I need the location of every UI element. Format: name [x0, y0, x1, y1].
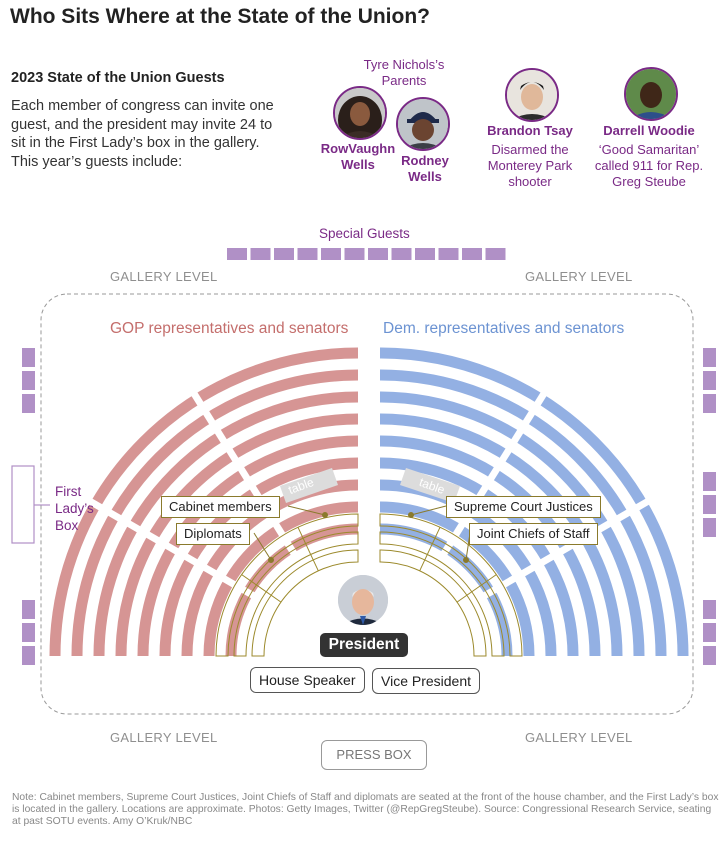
- gallery-level-top-right: GALLERY LEVEL: [525, 269, 633, 284]
- gallery-level-top-left: GALLERY LEVEL: [110, 269, 218, 284]
- first-ladys-box-label: First Lady’s Box: [55, 484, 94, 533]
- dem-seat-row: [379, 413, 623, 657]
- dem-seat-row: [379, 457, 579, 657]
- gop-seat-row: [49, 347, 359, 657]
- dem-seat-row: [379, 369, 667, 657]
- rowvaughn-wells-photo: [333, 86, 387, 140]
- dem-label: Dem. representatives and senators: [383, 320, 625, 337]
- dem-seat-row: [379, 523, 513, 657]
- gop-seat-row: [225, 523, 359, 657]
- footnote: Note: Cabinet members, Supreme Court Jus…: [12, 792, 719, 828]
- vip-divider: [456, 574, 497, 603]
- gop-seat-row: [71, 369, 359, 657]
- diplomats-callout: Diplomats: [176, 523, 250, 545]
- president-photo: [338, 575, 388, 625]
- vip-seat-row: [233, 531, 359, 657]
- aisle: [189, 389, 299, 558]
- rodney-wells-photo: [396, 97, 450, 151]
- vip-divider: [419, 527, 441, 572]
- right-gallery-seats: [703, 348, 716, 665]
- guest-name-rodney: Rodney Wells: [401, 153, 449, 184]
- dem-seat-row: [379, 391, 645, 657]
- house-speaker-label: House Speaker: [250, 667, 365, 693]
- dem-seat-row: [379, 347, 689, 657]
- special-guests-label: Special Guests: [319, 226, 410, 241]
- vip-seat-row: [215, 513, 359, 657]
- dem-seat-row: [379, 501, 535, 657]
- gop-table: [280, 468, 338, 503]
- brandon-tsay-photo: [505, 68, 559, 122]
- special-guests-row: [227, 248, 506, 260]
- gop-seat-row: [115, 413, 359, 657]
- aisle: [86, 496, 258, 601]
- guests-intro: Each member of congress can invite one g…: [11, 98, 274, 170]
- guest-note-darrell: ‘Good Samaritan’ called 911 for Rep. Gre…: [594, 142, 704, 189]
- gallery-level-bottom-right: GALLERY LEVEL: [525, 730, 633, 745]
- gallery-level-bottom-left: GALLERY LEVEL: [110, 730, 218, 745]
- gop-seat-row: [203, 501, 359, 657]
- aisle-cuts: [86, 389, 652, 601]
- vip-seat-row: [379, 513, 523, 657]
- cabinet-callout: Cabinet members: [161, 496, 280, 518]
- vip-seat-row: [379, 531, 505, 657]
- guest-note-brandon: Disarmed the Monterey Park shooter: [487, 142, 573, 189]
- gop-seat-row: [159, 457, 359, 657]
- president-label: President: [320, 633, 408, 657]
- guests-subtitle: 2023 State of the Union Guests: [11, 70, 225, 86]
- guest-name-brandon: Brandon Tsay: [487, 123, 573, 138]
- press-box: PRESS BOX: [321, 740, 427, 770]
- dem-table: [400, 468, 460, 503]
- vip-seating: [215, 513, 523, 657]
- aisle: [480, 496, 652, 601]
- guest-name-rowvaughn: RowVaughn Wells: [320, 141, 396, 172]
- vice-president-label: Vice President: [372, 668, 481, 694]
- gop-seat-row: [93, 391, 359, 657]
- page-title: Who Sits Where at the State of the Union…: [10, 5, 430, 28]
- aisle: [439, 389, 549, 558]
- vip-divider: [297, 527, 319, 572]
- darrell-woodie-photo: [624, 67, 678, 121]
- left-gallery-seats: [22, 348, 35, 665]
- callout-connectors: [253, 505, 471, 563]
- vip-divider: [241, 574, 282, 603]
- first-ladys-box-outline: [11, 465, 35, 544]
- gop-label: GOP representatives and senators: [110, 320, 349, 337]
- parents-label: Tyre Nichols’s Parents: [363, 57, 445, 88]
- vip-seat-row: [379, 549, 487, 657]
- supreme-court-callout: Supreme Court Justices: [446, 496, 601, 518]
- joint-chiefs-callout: Joint Chiefs of Staff: [469, 523, 598, 545]
- vip-seat-row: [251, 549, 359, 657]
- guest-name-darrell: Darrell Woodie: [603, 123, 695, 138]
